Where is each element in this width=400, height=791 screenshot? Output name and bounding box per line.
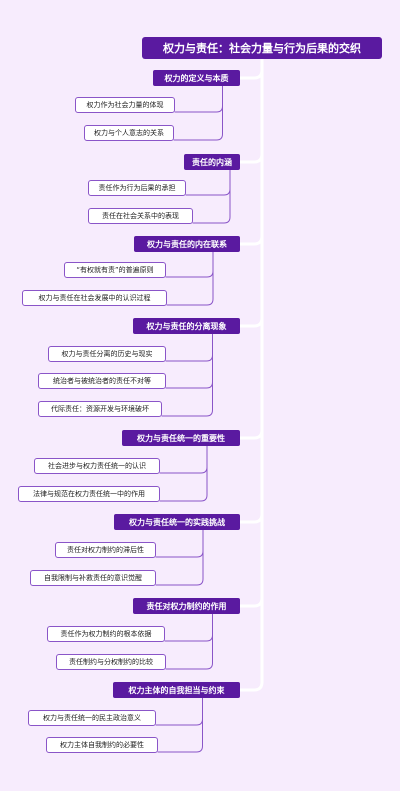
leaf-node[interactable]: “有权就有责”的普遍原则 — [64, 262, 166, 278]
leaf-node[interactable]: 权力与个人意志的关系 — [84, 125, 174, 141]
connector-line — [238, 680, 264, 692]
connector-line — [165, 333, 213, 362]
connector-line — [159, 445, 208, 502]
connector-line — [164, 613, 213, 642]
branch-node[interactable]: 权力与责任统一的重要性 — [122, 430, 240, 446]
branch-node[interactable]: 权力的定义与本质 — [153, 70, 240, 86]
connector-line — [238, 596, 264, 608]
connector-line — [165, 251, 214, 278]
connector-line — [192, 169, 231, 224]
connector-line — [155, 529, 204, 558]
connector-line — [166, 251, 214, 306]
leaf-node[interactable]: 责任对权力制约的滞后性 — [55, 542, 156, 558]
connector-line — [238, 316, 264, 328]
leaf-node[interactable]: 权力与责任统一的民主政治意义 — [28, 710, 156, 726]
connector-line — [238, 68, 264, 80]
branch-node[interactable]: 权力与责任的分离现象 — [133, 318, 240, 334]
branch-node[interactable]: 权力与责任统一的实践挑战 — [114, 514, 240, 530]
leaf-node[interactable]: 自我限制与补救责任的意识觉醒 — [30, 570, 156, 586]
leaf-node[interactable]: 责任作为权力制约的根本依据 — [47, 626, 165, 642]
branch-node[interactable]: 权力与责任的内在联系 — [134, 236, 240, 252]
connector-line — [157, 697, 203, 753]
connector-line — [238, 428, 264, 440]
branch-node[interactable]: 责任的内涵 — [184, 154, 240, 170]
connector-line — [238, 152, 264, 164]
connector-line — [159, 445, 208, 474]
connector-line — [155, 697, 203, 726]
leaf-node[interactable]: 权力与责任在社会发展中的认识过程 — [22, 290, 167, 306]
leaf-node[interactable]: 法律与规范在权力责任统一中的作用 — [18, 486, 160, 502]
connector-line — [174, 85, 223, 113]
connector-line — [238, 512, 264, 524]
connector-line — [155, 529, 204, 586]
leaf-node[interactable]: 权力与责任分离的历史与现实 — [48, 346, 166, 362]
leaf-node[interactable]: 责任在社会关系中的表现 — [88, 208, 193, 224]
leaf-node[interactable]: 权力作为社会力量的体现 — [75, 97, 175, 113]
connector-line — [165, 613, 213, 670]
connector-line — [185, 169, 231, 196]
leaf-node[interactable]: 责任作为行为后果的承担 — [88, 180, 186, 196]
leaf-node[interactable]: 权力主体自我制约的必要性 — [46, 737, 158, 753]
leaf-node[interactable]: 统治者与被统治者的责任不对等 — [38, 373, 166, 389]
connector-line — [161, 333, 213, 417]
branch-node[interactable]: 权力主体的自我担当与约束 — [113, 682, 240, 698]
leaf-node[interactable]: 责任制约与分权制约的比较 — [56, 654, 166, 670]
connector-line — [173, 85, 223, 141]
leaf-node[interactable]: 社会进步与权力责任统一的认识 — [34, 458, 160, 474]
leaf-node[interactable]: 代际责任：资源开发与环境破坏 — [38, 401, 162, 417]
connector-line — [238, 234, 264, 246]
branch-node[interactable]: 责任对权力制约的作用 — [133, 598, 240, 614]
root-node[interactable]: 权力与责任：社会力量与行为后果的交织 — [142, 37, 382, 59]
